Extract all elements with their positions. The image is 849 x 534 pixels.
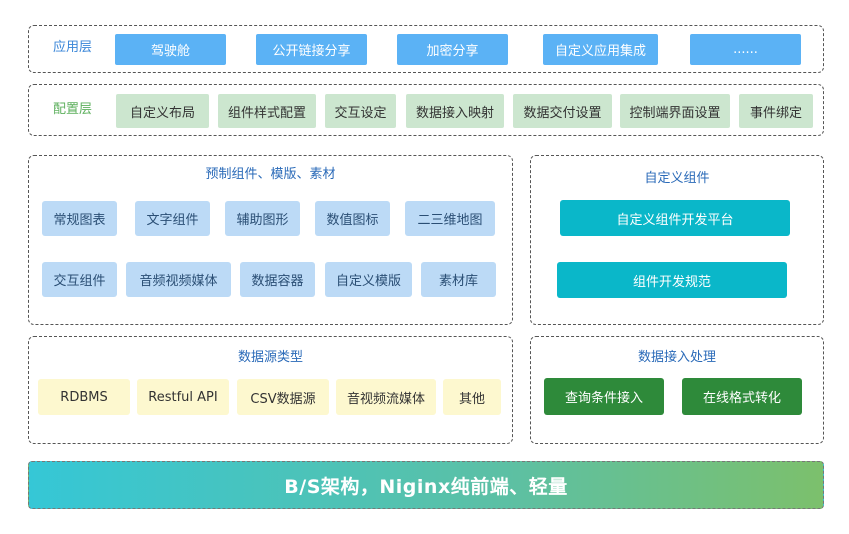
custom-item-dev-platform: 自定义组件开发平台 [560, 200, 790, 236]
preset-item-shapes: 辅助图形 [225, 201, 300, 236]
app-item-cockpit: 驾驶舱 [115, 34, 226, 65]
config-item-data-delivery: 数据交付设置 [513, 94, 612, 128]
custom-components-panel: 自定义组件 自定义组件开发平台 组件开发规范 [530, 155, 824, 325]
config-item-control-ui: 控制端界面设置 [620, 94, 730, 128]
preset-components-panel: 预制组件、模版、素材 常规图表 文字组件 辅助图形 数值图标 二三维地图 交互组… [28, 155, 513, 325]
data-source-panel: 数据源类型 RDBMS Restful API CSV数据源 音视频流媒体 其他 [28, 336, 513, 444]
preset-item-map: 二三维地图 [405, 201, 495, 236]
app-layer: 应用层 驾驶舱 公开链接分享 加密分享 自定义应用集成 ...... [28, 25, 824, 73]
data-source-title: 数据源类型 [237, 350, 303, 365]
custom-components-title: 自定义组件 [644, 171, 710, 186]
app-item-custom-app-integration: 自定义应用集成 [543, 34, 658, 65]
config-item-data-access-mapping: 数据接入映射 [406, 94, 504, 128]
app-item-encrypted-share: 加密分享 [397, 34, 508, 65]
app-layer-label: 应用层 [53, 40, 93, 55]
preset-item-custom-template: 自定义模版 [325, 262, 412, 297]
preset-item-chart: 常规图表 [42, 201, 117, 236]
config-layer: 配置层 自定义布局 组件样式配置 交互设定 数据接入映射 数据交付设置 控制端界… [28, 84, 824, 136]
config-item-interaction-setting: 交互设定 [325, 94, 396, 128]
data-access-panel: 数据接入处理 查询条件接入 在线格式转化 [530, 336, 824, 444]
preset-item-data-container: 数据容器 [240, 262, 315, 297]
config-item-event-binding: 事件绑定 [739, 94, 813, 128]
datasource-item-restful-api: Restful API [137, 379, 229, 415]
app-item-more: ...... [690, 34, 801, 65]
preset-item-asset-library: 素材库 [421, 262, 496, 297]
data-access-title: 数据接入处理 [637, 350, 716, 365]
app-item-public-link-share: 公开链接分享 [256, 34, 367, 65]
preset-item-interaction: 交互组件 [42, 262, 117, 297]
preset-item-media: 音频视频媒体 [126, 262, 231, 297]
datasource-item-streaming-media: 音视频流媒体 [336, 379, 436, 415]
access-item-query-condition: 查询条件接入 [544, 378, 664, 415]
foundation-bar: B/S架构，Niginx纯前端、轻量 [28, 461, 824, 509]
datasource-item-other: 其他 [443, 379, 501, 415]
preset-item-value-icon: 数值图标 [315, 201, 390, 236]
custom-item-dev-spec: 组件开发规范 [557, 262, 787, 298]
config-item-custom-layout: 自定义布局 [116, 94, 209, 128]
config-item-component-style: 组件样式配置 [218, 94, 316, 128]
preset-item-text: 文字组件 [135, 201, 210, 236]
preset-components-title: 预制组件、模版、素材 [205, 167, 336, 182]
datasource-item-csv: CSV数据源 [237, 379, 329, 415]
datasource-item-rdbms: RDBMS [38, 379, 130, 415]
access-item-online-format-convert: 在线格式转化 [682, 378, 802, 415]
config-layer-label: 配置层 [53, 102, 93, 117]
